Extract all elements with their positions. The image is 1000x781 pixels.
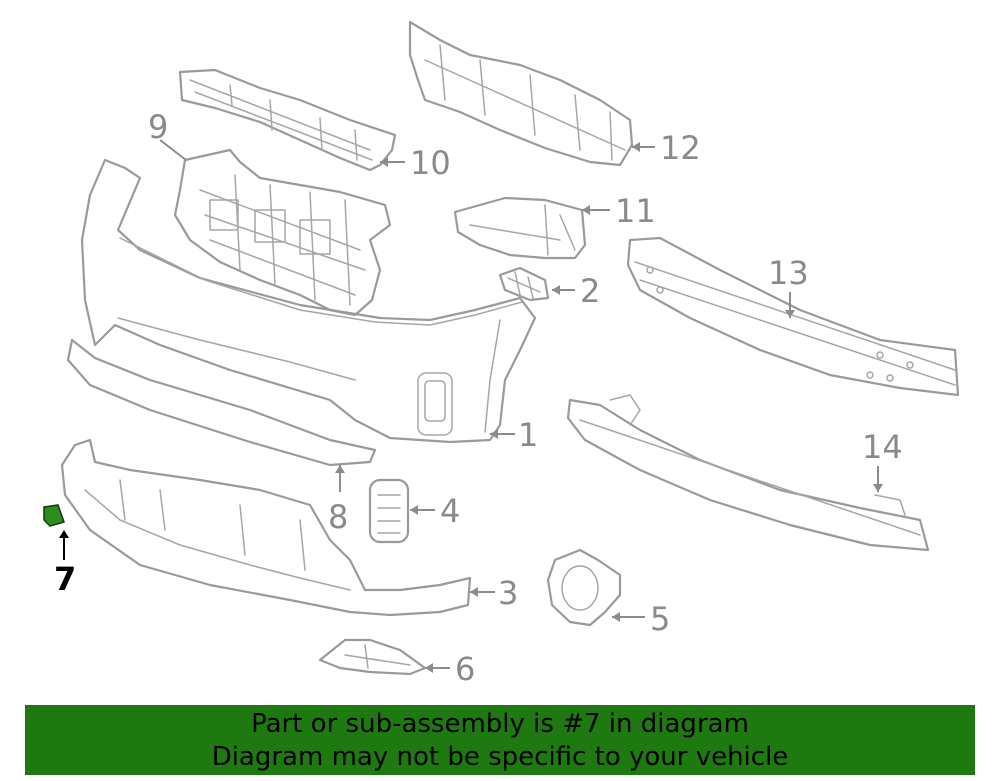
callout-8: 8: [328, 498, 348, 536]
callout-10: 10: [410, 144, 451, 182]
callout-12: 12: [660, 129, 701, 167]
callout-numbers: 1 2 3 4 5 6 7 8 9 10 11 12 13 14: [54, 108, 903, 688]
part-11-side-bracket: [453, 196, 587, 260]
callout-14: 14: [862, 428, 903, 466]
callout-arrowheads: [59, 142, 883, 673]
part-13-reinforcement-beam: [626, 236, 960, 397]
callout-3: 3: [498, 574, 518, 612]
parts-diagram: 1 2 3 4 5 6 7 8 9 10 11 12 13 14: [43, 20, 960, 688]
banner-line-2: Diagram may not be specific to your vehi…: [211, 742, 789, 772]
part-6-bracket: [318, 638, 427, 676]
callout-lines: [63, 139, 879, 669]
callout-13: 13: [768, 254, 809, 292]
part-9-support-frame: [173, 148, 392, 317]
part-1-bumper-cover: [80, 158, 537, 444]
part-4-grille-insert: [368, 478, 410, 544]
part-2-clip: [498, 266, 550, 302]
part-10-upper-bar: [178, 68, 397, 172]
callout-2: 2: [580, 272, 600, 310]
callout-9: 9: [148, 108, 168, 146]
part-12-upper-bracket: [408, 20, 634, 167]
part-5-lamp-housing: [546, 548, 622, 627]
banner-line-1: Part or sub-assembly is #7 in diagram: [251, 709, 749, 739]
callout-6: 6: [455, 650, 475, 688]
info-banner: Part or sub-assembly is #7 in diagram Di…: [25, 705, 975, 775]
callout-1: 1: [518, 416, 538, 454]
callout-4: 4: [440, 492, 460, 530]
part-7-highlighted: [43, 504, 65, 527]
callout-7: 7: [54, 560, 76, 598]
part-14-lower-beam: [566, 394, 930, 552]
callout-11: 11: [615, 192, 656, 230]
part-8-molding-strip: [66, 338, 377, 467]
part-3-lower-cover: [60, 438, 472, 617]
callout-5: 5: [650, 600, 670, 638]
